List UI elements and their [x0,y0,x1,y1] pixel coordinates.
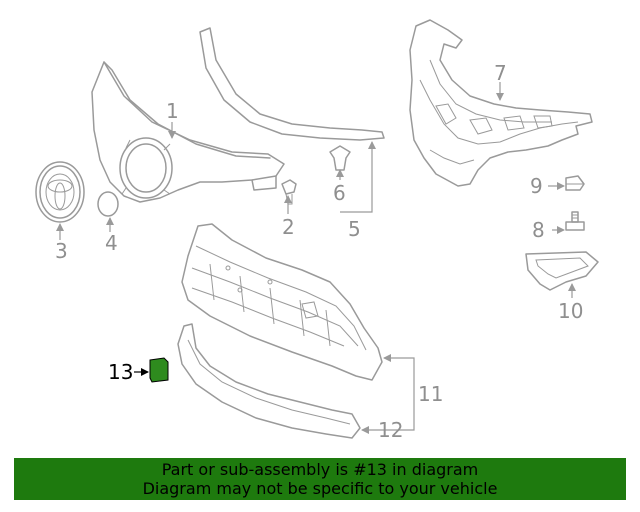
leader-12 [361,394,415,434]
callout-9: 9 [530,174,543,198]
callout-10: 10 [558,299,583,323]
callout-5: 5 [348,217,361,241]
callout-8: 8 [532,218,545,242]
callout-3: 3 [55,239,68,263]
callout-11: 11 [418,382,443,406]
part-7-bracket [409,19,593,187]
info-banner: Part or sub-assembly is #13 in diagram D… [14,458,626,500]
part-13-highlighted[interactable] [149,357,169,383]
part-12-lower-moulding [177,323,361,439]
callout-2: 2 [282,215,295,239]
part-8-bolt [565,211,585,231]
part-6-clip [329,145,351,171]
part-1-upper-grille [91,61,285,203]
part-10-duct [525,251,599,291]
part-11-lower-grille [181,223,383,381]
callout-6: 6 [333,181,346,205]
part-5-moulding [199,27,385,141]
callout-13: 13 [108,360,133,384]
part-3-emblem [35,161,85,223]
part-9-nut [565,175,585,191]
banner-line-1: Part or sub-assembly is #13 in diagram [161,460,479,479]
part-2-screw [281,179,297,205]
leader-11 [383,354,415,394]
callout-7: 7 [494,61,507,85]
parts-diagram: 1 2 3 4 5 6 7 8 9 10 11 12 13 [35,19,599,442]
leader-5 [340,141,376,213]
banner-line-2: Diagram may not be specific to your vehi… [142,479,498,498]
callout-4: 4 [105,231,118,255]
part-4-ring [97,191,119,217]
callout-12: 12 [378,418,403,442]
callout-1: 1 [166,99,179,123]
